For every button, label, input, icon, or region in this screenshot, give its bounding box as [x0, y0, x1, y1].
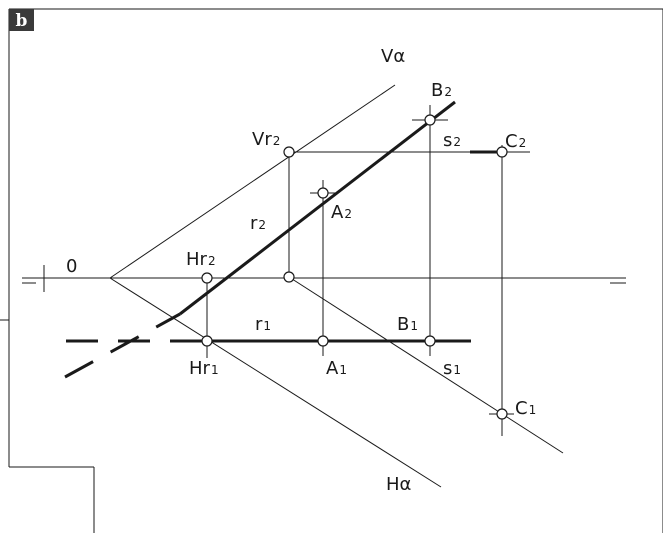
label-origin: 0 — [66, 256, 77, 277]
label-s2: s2 — [443, 130, 461, 151]
label-hr2: Hr2 — [186, 249, 216, 270]
point-vr2 — [283, 146, 295, 158]
label-a1: A1 — [326, 358, 347, 379]
figure-badge: b — [9, 9, 34, 31]
badge-background — [9, 9, 34, 31]
line-s1 — [288, 276, 564, 454]
point-c2 — [496, 146, 508, 158]
frame — [0, 8, 663, 533]
label-v-alpha: Vα — [381, 46, 405, 67]
label-r1: r1 — [255, 314, 271, 335]
point-c1 — [496, 408, 508, 420]
label-b1: B1 — [397, 314, 418, 335]
label-a2: A2 — [331, 202, 352, 223]
point-a1 — [317, 335, 329, 347]
point-hr2 — [201, 272, 213, 284]
label-c1: C1 — [515, 398, 536, 419]
point-b2 — [424, 114, 436, 126]
label-r2: r2 — [250, 213, 266, 234]
labels: 0 Vα Hα B2 Vr2 s2 C2 A2 r2 Hr2 r1 — [66, 46, 536, 495]
point-b1 — [424, 335, 436, 347]
point-hr1 — [201, 335, 213, 347]
label-b2: B2 — [431, 80, 452, 101]
h-trace-line — [109, 277, 442, 488]
label-vr2: Vr2 — [252, 129, 280, 150]
ground-axis — [22, 265, 626, 292]
label-h-alpha: Hα — [386, 474, 411, 495]
line-r2-dashed — [64, 312, 181, 379]
label-hr1: Hr1 — [189, 358, 219, 379]
point-a2 — [317, 187, 329, 199]
v-trace-line — [109, 84, 396, 279]
badge-letter: b — [16, 11, 28, 31]
points — [201, 114, 508, 420]
label-s1: s1 — [443, 358, 461, 379]
line-r2 — [179, 100, 456, 316]
point-vr-axis — [283, 271, 295, 283]
label-c2: C2 — [505, 131, 526, 152]
